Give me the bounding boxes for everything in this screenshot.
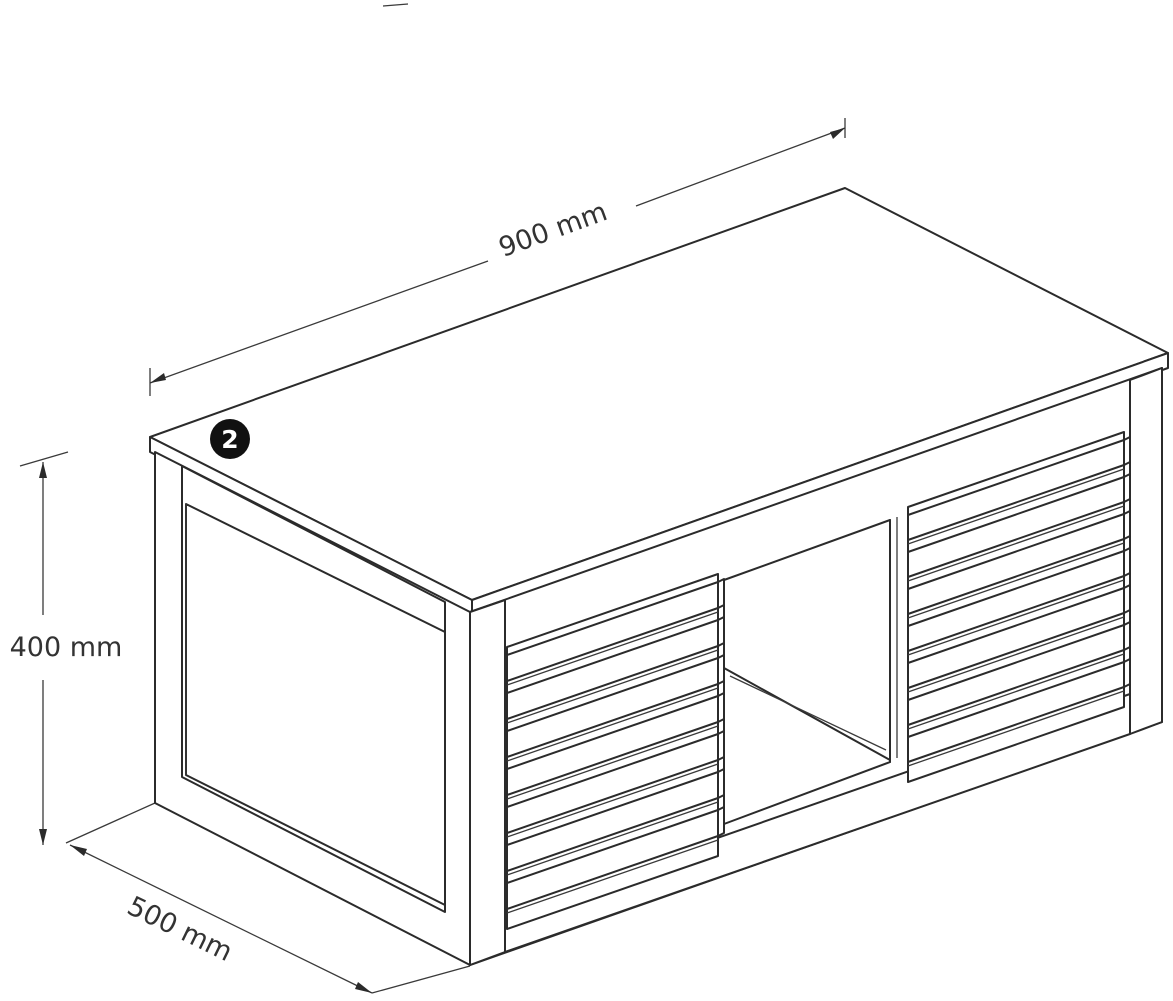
- height-label: 400 mm: [10, 632, 123, 663]
- left-drawer-slat-end: [717, 654, 725, 685]
- compartment-shelf-edge: [723, 667, 891, 761]
- depth-arrow-back: [355, 982, 372, 993]
- depth-dim-line: [69, 844, 373, 994]
- front-right-leg: [1129, 367, 1163, 735]
- width-dim-line-left: [149, 260, 489, 384]
- height-arrow-bottom: [39, 829, 47, 845]
- depth-dim-tick-back: [371, 965, 471, 994]
- right-drawer-slat-end: [1123, 473, 1131, 503]
- right-drawer-slat-end: [1123, 547, 1131, 577]
- left-drawer-slat-gap: [506, 687, 719, 762]
- right-drawer-slat-gap: [907, 468, 1125, 545]
- callout-badge: 2: [210, 419, 250, 459]
- height-arrow-top: [39, 462, 47, 478]
- left-drawer-slat-end: [717, 692, 725, 723]
- right-drawer-slat-gap: [907, 653, 1125, 730]
- left-drawer-slat-gap: [506, 839, 719, 914]
- width-arrow-left: [150, 373, 166, 383]
- compartment-shelf-shadow: [729, 675, 887, 751]
- left-drawer-slat-end: [717, 578, 725, 609]
- sketch-mark: [382, 3, 409, 7]
- width-dim-line-right: [635, 127, 846, 207]
- front-left-leg: [469, 599, 506, 966]
- width-arrow-right: [830, 128, 845, 139]
- right-drawer-slat-gap: [907, 505, 1125, 582]
- left-side-panel: [154, 451, 471, 966]
- callout-circle: [210, 419, 250, 459]
- left-drawer-slat-end: [717, 768, 725, 799]
- left-slat-drawer[interactable]: [506, 573, 725, 930]
- left-drawer-slat-end: [717, 730, 725, 761]
- left-drawer-slat-gap: [506, 801, 719, 876]
- right-slat-drawer[interactable]: [907, 431, 1131, 783]
- right-drawer-slat-gap: [907, 579, 1125, 656]
- left-drawer-slat-end: [717, 616, 725, 647]
- left-drawer-slat-gap: [506, 763, 719, 838]
- left-drawer-slat-gap: [506, 649, 719, 724]
- right-drawer-slat-end: [1123, 510, 1131, 540]
- right-drawer-slat-gap: [907, 542, 1125, 619]
- right-drawer-slat-end: [1123, 658, 1131, 688]
- callout-number: 2: [221, 425, 238, 454]
- depth-dim-tick-front: [65, 802, 156, 844]
- height-dim-tick-top: [19, 451, 69, 467]
- open-compartment: [723, 517, 898, 825]
- right-drawer-slat-end: [1123, 584, 1131, 614]
- depth-label: 500 mm: [122, 891, 237, 968]
- height-dimension: 400 mm: [10, 451, 123, 845]
- width-label: 900 mm: [495, 196, 612, 264]
- left-drawer-slat-gap: [506, 611, 719, 686]
- left-drawer-slat-end: [717, 806, 725, 837]
- right-drawer-slat-end: [1123, 436, 1131, 466]
- right-drawer-slat-gap: [907, 690, 1125, 767]
- depth-arrow-front: [70, 845, 87, 856]
- tabletop-front-edge: [471, 352, 1169, 615]
- right-drawer-slat-gap: [907, 616, 1125, 693]
- left-drawer-slat-gap: [506, 725, 719, 800]
- right-drawer-slat-end: [1123, 621, 1131, 651]
